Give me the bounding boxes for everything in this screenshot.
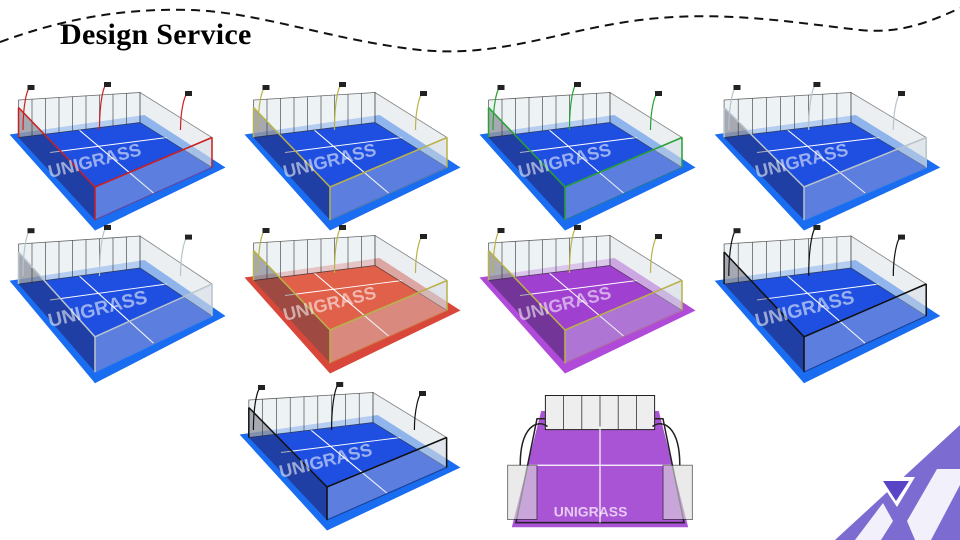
- court-rendering-blue-court-black-frame: UNIGRASS: [710, 225, 945, 388]
- page-title: Design Service: [60, 18, 252, 51]
- brand-logo-icon: [835, 425, 960, 540]
- court-rendering-purple-court-olive-frame: UNIGRASS: [475, 225, 700, 378]
- court-rendering-blue-court-red-frame: UNIGRASS: [5, 82, 230, 235]
- court-rendering-blue-court-green-frame: UNIGRASS: [475, 82, 700, 235]
- court-rendering-blue-court-silver-frame: UNIGRASS: [710, 82, 945, 235]
- court-rendering-purple-court-front-view: UNIGRASS: [495, 380, 705, 535]
- dashed-wave-decoration: [0, 7, 960, 53]
- court-rendering-red-court-olive-frame: UNIGRASS: [240, 225, 465, 378]
- court-rendering-blue-court-white-frame: UNIGRASS: [5, 225, 230, 388]
- court-rendering-blue-court-panoramic: UNIGRASS: [235, 382, 465, 535]
- court-rendering-blue-court-olive-frame: UNIGRASS: [240, 82, 465, 235]
- unigrass-watermark: UNIGRASS: [554, 503, 628, 519]
